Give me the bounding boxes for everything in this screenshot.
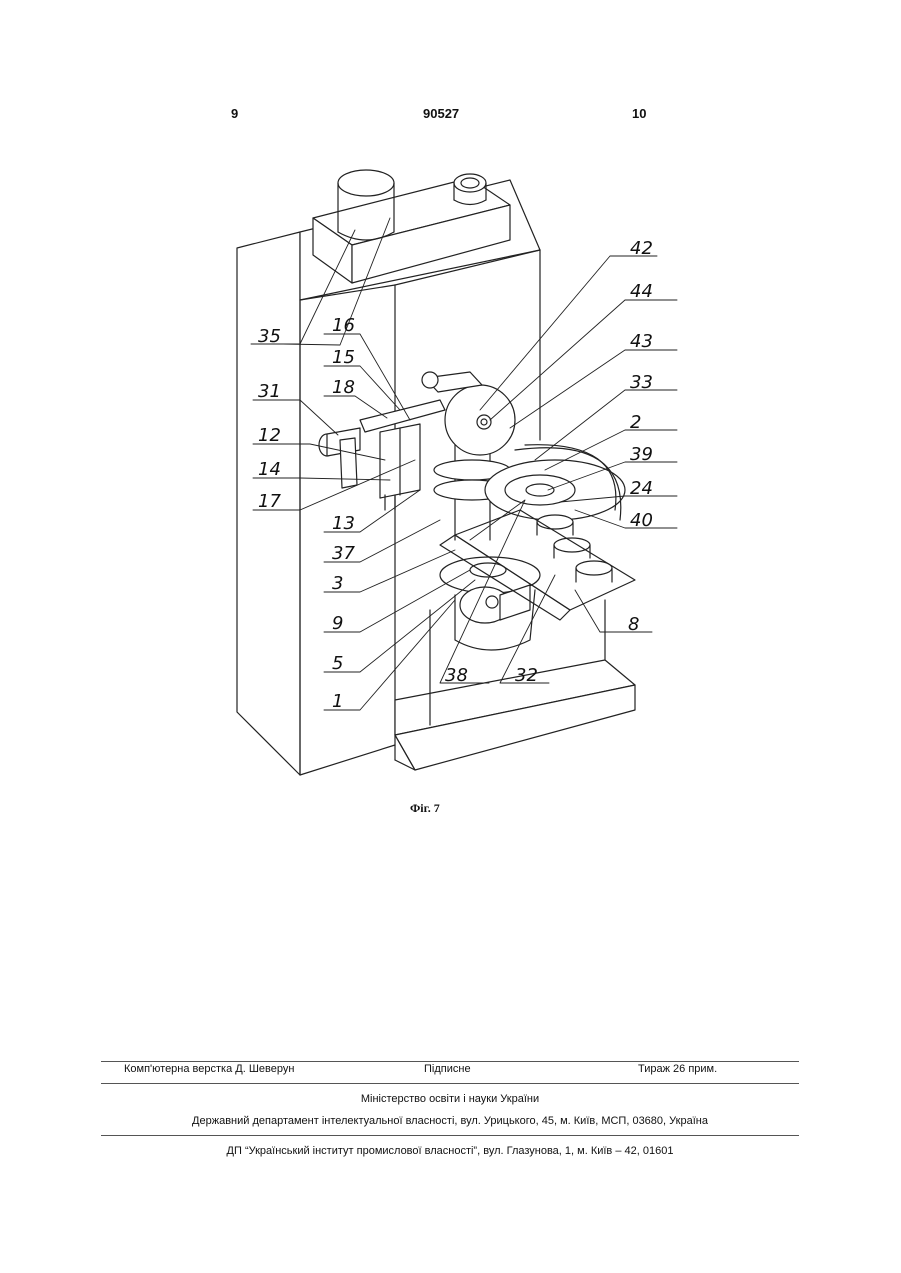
mechanism-drawing [319,372,635,650]
callout-2: 2 [630,412,641,433]
imprint-circulation: Тираж 26 прим. [638,1063,717,1075]
callout-8: 8 [628,614,639,635]
imprint-rule-top [101,1061,799,1062]
callout-5: 5 [332,653,343,674]
callout-37: 37 [332,543,355,564]
callout-13: 13 [332,513,355,534]
callout-38: 38 [445,665,468,686]
callout-44: 44 [630,281,653,302]
callout-17: 17 [258,491,281,512]
imprint-institute: ДП “Український інститут промислової вла… [101,1145,799,1157]
technical-drawing: 42 44 43 33 2 39 24 40 8 32 38 35 16 15 … [0,0,901,820]
imprint-layout: Комп'ютерна верстка Д. Шеверун [124,1063,294,1075]
callout-12: 12 [258,425,281,446]
imprint-ministry: Міністерство освіти і науки України [101,1093,799,1105]
callout-9: 9 [332,613,343,634]
imprint-signed: Підписне [424,1063,471,1075]
figure-caption: Фіг. 7 [410,801,440,816]
callout-14: 14 [258,459,281,480]
callout-31: 31 [258,381,281,402]
callout-32: 32 [515,665,538,686]
imprint-rule-mid [101,1083,799,1084]
callout-15: 15 [332,347,355,368]
imprint-rule-bottom [101,1135,799,1136]
callout-43: 43 [630,331,653,352]
callout-39: 39 [630,444,653,465]
callout-33: 33 [630,372,653,393]
callout-24: 24 [630,478,653,499]
callout-1: 1 [332,691,343,712]
callout-3: 3 [332,573,343,594]
callout-40: 40 [630,510,653,531]
callout-18: 18 [332,377,355,398]
callout-35: 35 [258,326,281,347]
callout-16: 16 [332,315,355,336]
imprint-department: Державний департамент інтелектуальної вл… [101,1115,799,1127]
callout-42: 42 [630,238,653,259]
